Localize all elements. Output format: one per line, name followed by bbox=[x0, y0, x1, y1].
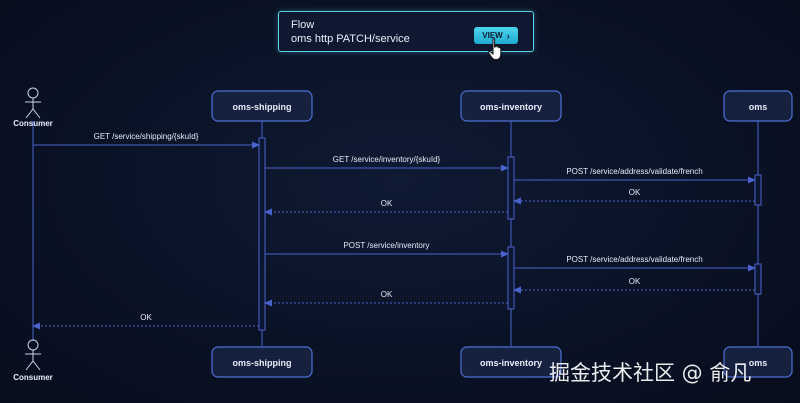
message-label: POST /service/address/validate/french bbox=[566, 167, 702, 176]
flow-title: Flow bbox=[291, 19, 315, 31]
flow-subtitle: oms http PATCH/service bbox=[291, 33, 410, 45]
message-label: GET /service/inventory/{skuId} bbox=[333, 155, 441, 164]
message-label: OK bbox=[140, 313, 152, 322]
activation-bar-shipping bbox=[258, 137, 266, 331]
participant-box bbox=[211, 90, 313, 122]
actor-label: Consumer bbox=[13, 119, 53, 128]
message-label: POST /service/inventory bbox=[343, 241, 429, 250]
message-4: OK bbox=[513, 188, 755, 205]
activation-bar-oms bbox=[754, 263, 762, 295]
message-2: GET /service/inventory/{skuId} bbox=[265, 155, 509, 172]
participant-label: oms-inventory bbox=[480, 102, 542, 112]
participant-shipping-bottom: oms-shipping bbox=[211, 346, 313, 378]
message-3: POST /service/address/validate/french bbox=[514, 167, 756, 184]
message-10: OK bbox=[32, 313, 259, 330]
participant-box bbox=[460, 90, 562, 122]
person-icon bbox=[27, 87, 39, 99]
view-button-label: VIEW bbox=[482, 31, 503, 40]
message-8: OK bbox=[513, 277, 755, 294]
message-5: OK bbox=[264, 199, 508, 216]
participant-box bbox=[460, 346, 562, 378]
participant-label: oms bbox=[749, 358, 768, 368]
message-9: OK bbox=[264, 290, 508, 307]
message-6: POST /service/inventory bbox=[265, 241, 509, 258]
watermark: 掘金技术社区 @ 俞凡 bbox=[549, 361, 752, 385]
participant-oms-bottom: oms bbox=[723, 346, 793, 378]
participant-heads: ConsumerConsumeroms-shippingoms-shipping… bbox=[13, 87, 793, 382]
flow-card: Flow oms http PATCH/service VIEW › bbox=[278, 11, 534, 52]
messages: GET /service/shipping/{skuId} GET /servic… bbox=[32, 132, 756, 330]
participant-box bbox=[723, 90, 793, 122]
actor-figure bbox=[25, 98, 41, 119]
message-label: GET /service/shipping/{skuId} bbox=[94, 132, 199, 141]
message-1: GET /service/shipping/{skuId} bbox=[33, 132, 260, 149]
message-label: OK bbox=[629, 188, 641, 197]
actor-label: Consumer bbox=[13, 373, 53, 382]
actor-figure bbox=[25, 350, 41, 371]
actor-consumer-bottom: Consumer bbox=[13, 339, 53, 382]
participant-inventory-bottom: oms-inventory bbox=[460, 346, 562, 378]
message-label: OK bbox=[629, 277, 641, 286]
hand-cursor-icon bbox=[488, 38, 502, 60]
activation-bar-inventory bbox=[507, 156, 515, 220]
participant-label: oms-shipping bbox=[233, 358, 292, 368]
participant-label: oms-inventory bbox=[480, 358, 542, 368]
message-label: OK bbox=[381, 290, 393, 299]
chevron-right-icon: › bbox=[506, 30, 510, 41]
participant-box bbox=[211, 346, 313, 378]
message-label: POST /service/address/validate/french bbox=[566, 255, 702, 264]
participant-box bbox=[723, 346, 793, 378]
activation-bar-inventory bbox=[507, 246, 515, 310]
message-7: POST /service/address/validate/french bbox=[514, 255, 756, 272]
person-icon bbox=[27, 339, 39, 351]
participant-shipping-top: oms-shipping bbox=[211, 90, 313, 122]
participant-label: oms-shipping bbox=[233, 102, 292, 112]
view-button[interactable]: VIEW › bbox=[474, 27, 518, 44]
message-label: OK bbox=[381, 199, 393, 208]
actor-consumer-top: Consumer bbox=[13, 87, 53, 128]
participant-label: oms bbox=[749, 102, 768, 112]
activations bbox=[258, 137, 762, 331]
activation-bar-oms bbox=[754, 174, 762, 206]
participant-oms-top: oms bbox=[723, 90, 793, 122]
participant-inventory-top: oms-inventory bbox=[460, 90, 562, 122]
